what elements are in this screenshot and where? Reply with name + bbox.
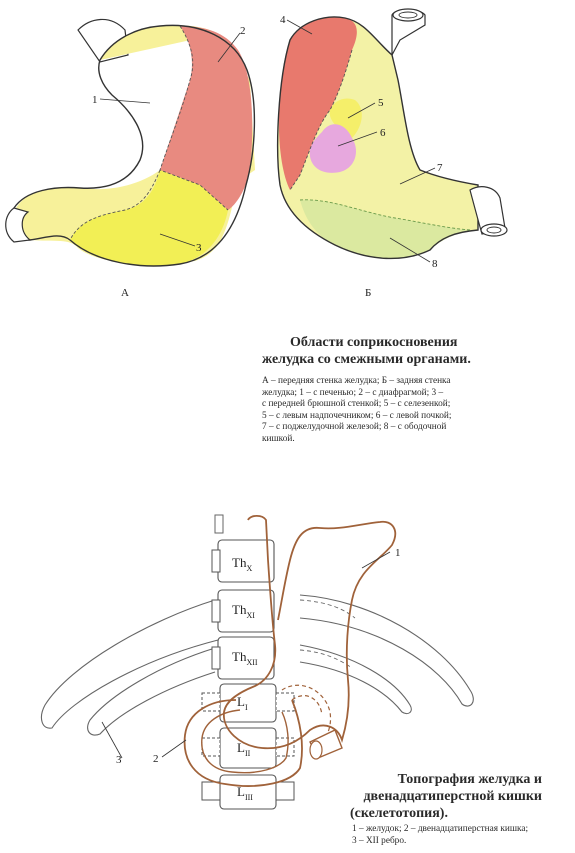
vertebra-l3 bbox=[201, 774, 295, 810]
figure1-title-line-1: Области соприкосновения bbox=[290, 335, 458, 350]
abdominal-wall-contact-region bbox=[70, 170, 228, 266]
figure2-caption-text: 1 – желудок; 2 – двенадцатиперстная кишк… bbox=[352, 824, 528, 847]
figure1-caption-line-3: с передней брюшной стенкой; 5 – с селезе… bbox=[262, 399, 451, 409]
vertebra-th10 bbox=[211, 539, 275, 583]
figure2-title-line-1: Топография желудка и bbox=[397, 772, 542, 787]
skeletotopy-drawing bbox=[40, 514, 474, 810]
vertebra-th12 bbox=[211, 636, 275, 680]
figure1-caption-text: А – передняя стенка желудка; Б – задняя … bbox=[262, 376, 451, 445]
rib-left-inner bbox=[87, 647, 216, 736]
callout-1-fig1: 1 bbox=[92, 94, 98, 106]
callout-3-fig2: 3 bbox=[116, 754, 122, 766]
rib-right-inner bbox=[299, 644, 412, 715]
vertebra-l1-label: LI bbox=[237, 694, 248, 712]
spleen-contact-region bbox=[278, 16, 357, 191]
vertebra-th11 bbox=[211, 589, 275, 633]
stomach-anterior-drawing bbox=[5, 18, 256, 267]
figure1-caption-line-2: желудка; 1 – с печенью; 2 – с диафрагмой… bbox=[262, 387, 444, 398]
figure2-caption-title: Топография желудка и двенадцатиперстной … bbox=[350, 771, 542, 822]
figure1-caption-title: Области соприкосновения желудка со смежн… bbox=[262, 334, 471, 368]
duodenum-inner-outline bbox=[201, 709, 289, 774]
callout-5-fig1: 5 bbox=[378, 97, 384, 109]
vertebra-th11-label: ThXI bbox=[232, 602, 255, 620]
duodenum-outline bbox=[183, 699, 303, 787]
callout-4-fig1: 4 bbox=[280, 14, 286, 26]
vertebra-l3-label: LIII bbox=[237, 784, 253, 802]
stomach-outline-b bbox=[276, 16, 479, 260]
callout-8-fig1: 8 bbox=[432, 258, 438, 270]
region-border-a1 bbox=[159, 25, 229, 211]
pylorus-tube-a bbox=[5, 207, 32, 243]
region-border-b1 bbox=[289, 49, 353, 191]
figure1-caption-line-5: 7 – с поджелудочной железой; 8 – с ободо… bbox=[262, 422, 447, 432]
callout-2-fig2: 2 bbox=[153, 753, 159, 765]
callout-3-fig1: 3 bbox=[196, 242, 202, 254]
figure2-title-line-2: двенадцатиперстной кишки bbox=[363, 789, 542, 804]
figure1-caption-line-4: 5 – с левым надпочечником; 6 – с левой п… bbox=[262, 410, 452, 421]
rib-right-outer bbox=[299, 594, 474, 707]
adrenal-contact-region bbox=[329, 98, 362, 138]
panel-a-label: А bbox=[121, 287, 129, 299]
colon-contact-region bbox=[300, 199, 470, 259]
vertebra-l2-label: LII bbox=[237, 740, 251, 758]
vertebra-th10-label: ThX bbox=[232, 555, 252, 573]
stomach-outline-skeletotopy bbox=[223, 514, 397, 750]
figure1-caption-line-1: А – передняя стенка желудка; Б – задняя … bbox=[262, 376, 451, 386]
callout-6-fig1: 6 bbox=[380, 127, 386, 139]
rib-left-outer bbox=[40, 599, 219, 729]
callout-1-fig2: 1 bbox=[395, 547, 401, 559]
vertebra-l2 bbox=[201, 727, 295, 769]
callout-2-fig1: 2 bbox=[240, 25, 246, 37]
panel-b-label: Б bbox=[365, 287, 371, 299]
figure2-title-line-3: (скелетотопия). bbox=[350, 806, 448, 821]
kidney-contact-region bbox=[309, 124, 356, 173]
figure1-title-line-2: желудка со смежными органами. bbox=[262, 352, 471, 367]
callout-7-fig1: 7 bbox=[437, 162, 443, 174]
figure1-caption-line-6: кишкой. bbox=[262, 433, 295, 444]
region-border-a2 bbox=[69, 169, 161, 241]
figure2-caption-line-2: 3 – XII ребро. bbox=[352, 835, 407, 846]
diaphragm-contact-region bbox=[160, 26, 253, 210]
stomach-posterior-drawing bbox=[276, 8, 508, 263]
figure2-caption-line-1: 1 – желудок; 2 – двенадцатиперстная кишк… bbox=[352, 824, 529, 834]
region-border-b2 bbox=[299, 199, 471, 231]
vertebra-th12-label: ThXII bbox=[232, 649, 258, 667]
